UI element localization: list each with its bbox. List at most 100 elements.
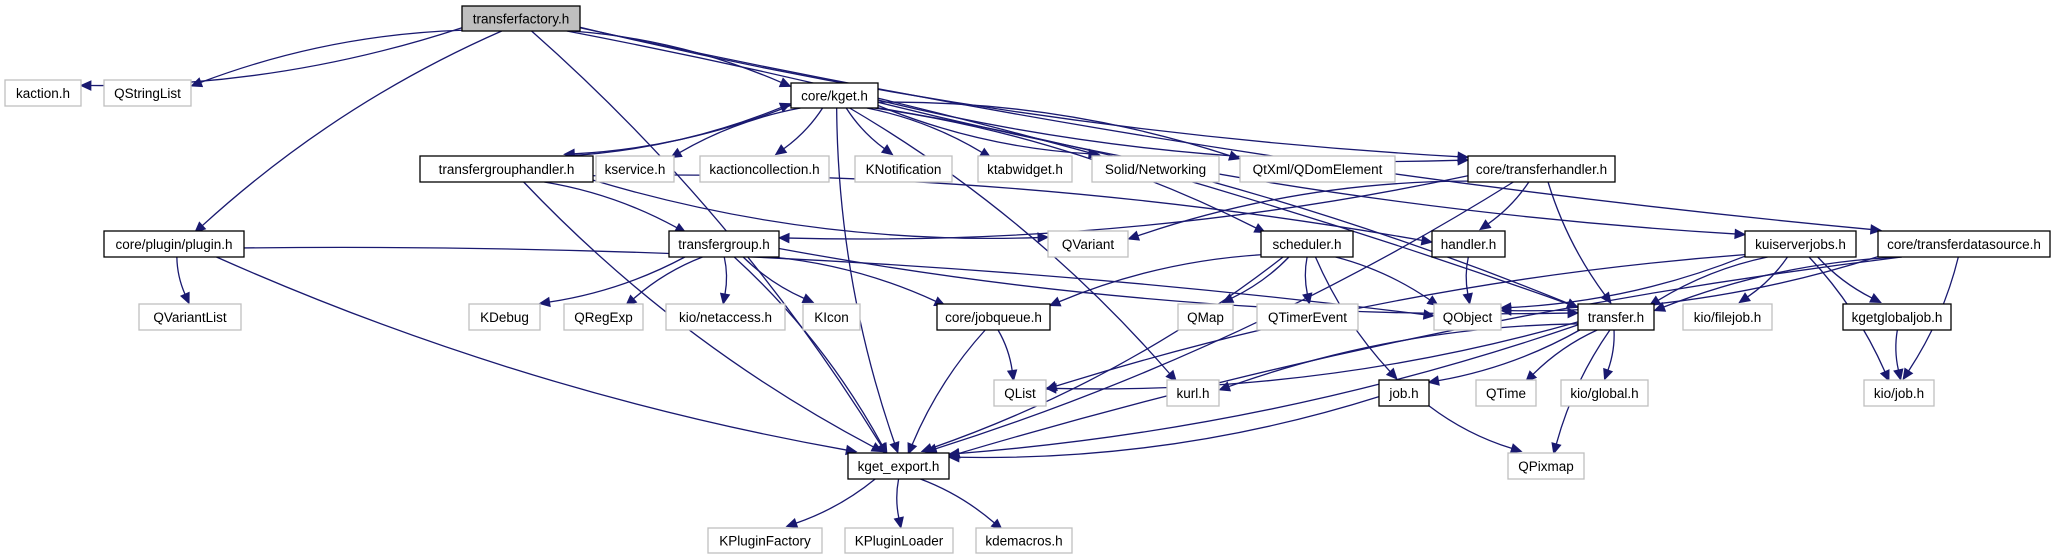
node-kuiserverjobs[interactable]: kuiserverjobs.h bbox=[1744, 230, 1857, 258]
arrowhead-icon bbox=[1457, 155, 1470, 166]
node-box bbox=[1047, 230, 1129, 258]
node-box bbox=[1256, 303, 1359, 331]
node-qstringlist: QStringList bbox=[103, 79, 192, 107]
node-scheduler[interactable]: scheduler.h bbox=[1260, 230, 1354, 258]
node-box bbox=[1877, 230, 2051, 258]
node-kget[interactable]: core/kget.h bbox=[790, 82, 879, 109]
node-label: scheduler.h bbox=[1272, 237, 1341, 252]
edge-kget-to-kservice bbox=[679, 107, 801, 154]
edge-job-to-kgetexport bbox=[958, 395, 1380, 459]
node-label: QList bbox=[1004, 386, 1036, 401]
node-label: QObject bbox=[1443, 310, 1493, 325]
edge-kuiserverjobs-to-filejob bbox=[1747, 256, 1789, 298]
arrowhead-icon bbox=[1478, 219, 1492, 231]
node-label: kactioncollection.h bbox=[709, 162, 819, 177]
edge-transfergrouphandler-to-qvariant bbox=[592, 179, 1039, 240]
arrowhead-icon bbox=[880, 144, 894, 156]
node-solidnetworking: Solid/Networking bbox=[1091, 155, 1220, 183]
node-box bbox=[802, 303, 861, 331]
node-handler[interactable]: handler.h bbox=[1431, 230, 1506, 258]
node-label: QVariantList bbox=[153, 310, 227, 325]
edge-transfer-to-kgetexport bbox=[958, 324, 1579, 455]
node-label: core/transferhandler.h bbox=[1476, 162, 1607, 177]
node-transferhandler[interactable]: core/transferhandler.h bbox=[1467, 155, 1616, 183]
node-label: handler.h bbox=[1441, 237, 1497, 252]
edge-kgetglobaljob-to-kiojob bbox=[1895, 329, 1900, 371]
node-box bbox=[1744, 230, 1857, 258]
node-box bbox=[977, 155, 1073, 183]
node-kgetexport[interactable]: kget_export.h bbox=[847, 452, 950, 480]
edge-transferdatasource-to-kgetexport bbox=[958, 256, 1902, 455]
edge-kget-to-kurl bbox=[849, 107, 1171, 375]
edge-transferfactory-to-qstringlist bbox=[200, 29, 463, 83]
arrowhead-icon bbox=[1302, 292, 1313, 305]
arrowhead-icon bbox=[1879, 369, 1890, 382]
edge-kuiserverjobs-to-qobject bbox=[1510, 255, 1746, 309]
node-netaccess: kio/netaccess.h bbox=[665, 303, 786, 331]
arrowhead-icon bbox=[778, 102, 792, 113]
node-transfergrouphandler[interactable]: transfergrouphandler.h bbox=[419, 155, 594, 183]
arrowhead-icon bbox=[777, 232, 790, 244]
node-label: KIcon bbox=[814, 310, 849, 325]
edge-kget-to-transfergrouphandler bbox=[574, 104, 792, 155]
node-box bbox=[847, 452, 950, 480]
edge-plugin-to-kgetexport bbox=[216, 256, 847, 451]
node-kactioncollection: kactioncollection.h bbox=[699, 155, 830, 183]
node-box bbox=[854, 155, 953, 183]
arrowhead-icon bbox=[1902, 367, 1914, 381]
edge-transferfactory-to-transferdatasource bbox=[579, 27, 1871, 231]
arrowhead-icon bbox=[907, 442, 918, 455]
edge-kget-to-transfer bbox=[877, 107, 1569, 305]
node-box bbox=[707, 527, 823, 554]
edge-transferfactory-to-kgetexport bbox=[531, 30, 882, 446]
node-box bbox=[103, 79, 192, 107]
arrowhead-icon bbox=[1869, 224, 1883, 235]
edge-scheduler-to-qtimerevent bbox=[1304, 256, 1308, 295]
node-box bbox=[1475, 379, 1537, 407]
node-qmap: QMap bbox=[1177, 303, 1234, 331]
node-kiojob: kio/job.h bbox=[1863, 379, 1935, 407]
node-box bbox=[975, 527, 1073, 554]
node-label: QRegExp bbox=[574, 310, 633, 325]
node-kservice: kservice.h bbox=[595, 155, 675, 183]
node-transfergroup[interactable]: transfergroup.h bbox=[668, 230, 780, 258]
edge-transfergroup-to-netaccess bbox=[723, 256, 728, 295]
node-label: QStringList bbox=[114, 86, 181, 101]
node-transferdatasource[interactable]: core/transferdatasource.h bbox=[1877, 230, 2051, 258]
node-transfer[interactable]: transfer.h bbox=[1577, 303, 1655, 331]
node-label: kio/job.h bbox=[1874, 386, 1924, 401]
arrowhead-icon bbox=[1551, 442, 1562, 455]
node-box bbox=[1467, 155, 1616, 183]
edge-transferhandler-to-transfergroup bbox=[788, 175, 1469, 240]
node-box bbox=[699, 155, 830, 183]
edge-transfer-to-qlist bbox=[1055, 321, 1579, 390]
arrowhead-icon bbox=[1426, 295, 1440, 307]
node-kgetglobaljob[interactable]: kgetglobaljob.h bbox=[1842, 303, 1952, 331]
arrowhead-icon bbox=[1006, 369, 1018, 382]
node-label: kio/global.h bbox=[1570, 386, 1638, 401]
node-label: KNotification bbox=[866, 162, 942, 177]
node-label: QTimerEvent bbox=[1268, 310, 1347, 325]
edge-scheduler-to-qobject bbox=[1335, 256, 1431, 301]
arrowhead-icon bbox=[79, 80, 92, 91]
edge-transferdatasource-to-transfer bbox=[1663, 256, 1903, 308]
edge-transfergroup-to-kdebug bbox=[549, 256, 686, 303]
node-job[interactable]: job.h bbox=[1378, 379, 1430, 407]
node-transferfactory[interactable]: transferfactory.h bbox=[461, 5, 581, 32]
node-jobqueue[interactable]: core/jobqueue.h bbox=[936, 303, 1051, 331]
node-label: transferfactory.h bbox=[473, 12, 570, 27]
edge-plugin-to-qvariantlist bbox=[176, 256, 186, 295]
edge-kget-to-knotification bbox=[845, 107, 885, 150]
arrowhead-icon bbox=[1893, 368, 1904, 381]
node-box bbox=[1260, 230, 1354, 258]
node-box bbox=[4, 79, 82, 107]
node-box bbox=[1682, 303, 1773, 331]
arrowhead-icon bbox=[920, 443, 934, 454]
arrowhead-icon bbox=[1165, 369, 1178, 383]
arrowhead-icon bbox=[1462, 292, 1473, 306]
arrowhead-icon bbox=[1567, 307, 1580, 319]
edge-kuiserverjobs-to-transfer bbox=[1657, 256, 1768, 301]
edge-kget-to-kgetexport bbox=[836, 107, 896, 444]
node-plugin[interactable]: core/plugin/plugin.h bbox=[103, 230, 245, 258]
